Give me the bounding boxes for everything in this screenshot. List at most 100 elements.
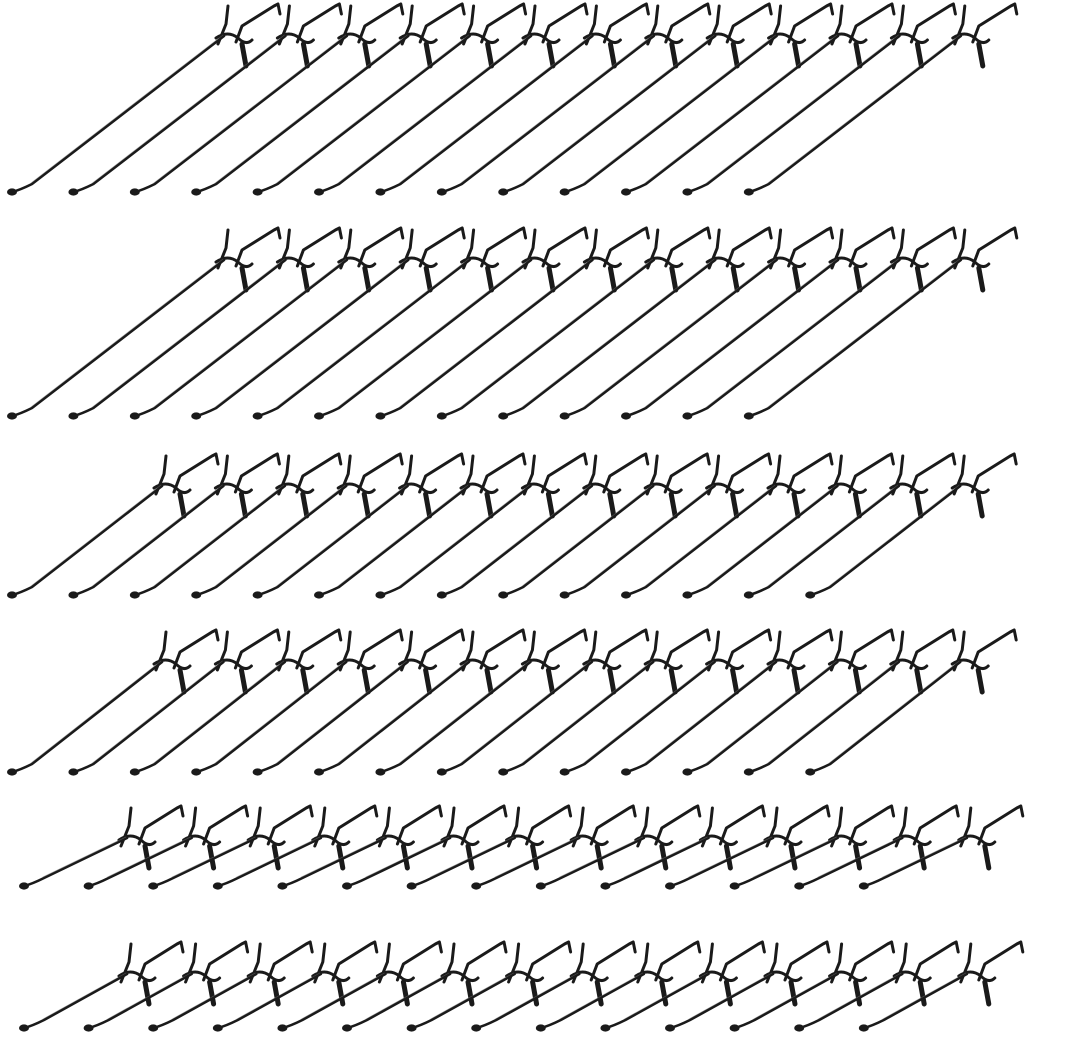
- hook-peg-stub: [423, 667, 433, 695]
- hook-peg-stub: [423, 265, 433, 293]
- hook-peg-stub: [914, 491, 924, 519]
- hook-peg-stub: [485, 41, 495, 69]
- hook-tip: [436, 188, 447, 196]
- pegboard-hook: [498, 628, 711, 776]
- hook-tip: [7, 591, 17, 599]
- hook-peg-stub: [853, 41, 863, 69]
- hook-grid: [7, 2, 1025, 1032]
- pegboard-hook: [621, 2, 896, 196]
- hook-arm-highlight: [337, 34, 531, 184]
- pegboard-hook: [342, 940, 508, 1032]
- hook-tip: [665, 1024, 675, 1032]
- pegboard-hook: [498, 2, 773, 196]
- hook-arm-highlight: [559, 972, 644, 1020]
- pegboard-hook: [858, 804, 1025, 890]
- hook-peg-stub: [975, 667, 985, 695]
- hook-tip: [314, 591, 324, 599]
- pegboard-hook: [129, 226, 405, 420]
- hook-peg-stub: [207, 843, 217, 871]
- pegboard-hook: [621, 628, 834, 776]
- hook-peg-stub: [300, 265, 310, 293]
- hook-arm-highlight: [153, 34, 347, 184]
- pegboard-hook: [535, 940, 702, 1032]
- hook-arm-highlight: [236, 972, 321, 1020]
- pegboard-hook: [68, 628, 281, 776]
- pegboard-hook: [794, 940, 960, 1032]
- pegboard-hook: [19, 940, 185, 1032]
- hook-peg-stub: [669, 41, 679, 69]
- pegboard-hook: [729, 940, 896, 1032]
- pegboard-hook: [7, 628, 220, 776]
- hook-tip: [375, 591, 386, 599]
- hook-tip: [559, 188, 570, 196]
- hook-arm-highlight: [399, 660, 530, 764]
- hook-arm-highlight: [337, 660, 469, 764]
- hook-tip: [375, 768, 386, 776]
- hook-peg-stub: [730, 491, 740, 519]
- pegboard-hook: [682, 226, 957, 420]
- hook-tip: [68, 768, 79, 776]
- hook-peg-stub: [545, 667, 555, 695]
- hook-peg-stub: [852, 667, 862, 695]
- pegboard-hook: [375, 226, 650, 420]
- hook-peg-stub: [336, 843, 346, 871]
- hook-arm-highlight: [30, 660, 162, 764]
- pegboard-hook: [559, 226, 835, 420]
- hook-peg-stub: [792, 41, 802, 69]
- hook-tip: [559, 591, 570, 599]
- hook-tip: [212, 1024, 223, 1032]
- pegboard-hook: [406, 940, 573, 1032]
- hook-tip: [375, 412, 386, 420]
- hook-peg-stub: [271, 979, 281, 1007]
- pegboard-hook: [252, 628, 466, 776]
- hook-arm-highlight: [644, 484, 776, 587]
- hook-arm-highlight: [92, 34, 285, 184]
- hook-arm-highlight: [521, 258, 715, 408]
- hook-tip: [212, 882, 223, 890]
- hook-tip: [471, 1024, 482, 1032]
- hook-tip: [191, 412, 202, 420]
- hook-arm-highlight: [92, 484, 223, 587]
- hook-arm-highlight: [365, 972, 450, 1020]
- pegboard-hook: [7, 226, 282, 420]
- hook-peg-stub: [914, 667, 924, 695]
- hook-peg-stub: [976, 265, 986, 293]
- hook-tip: [498, 591, 509, 599]
- hook-row-2: [7, 226, 1019, 420]
- pegboard-hook: [559, 628, 773, 776]
- hook-tip: [148, 882, 159, 890]
- hook-tip: [621, 412, 631, 420]
- hook-peg-stub: [142, 979, 152, 1007]
- pegboard-hook: [559, 452, 773, 599]
- hook-peg-stub: [239, 41, 249, 69]
- hook-peg-stub: [669, 265, 679, 293]
- hook-arm-highlight: [644, 660, 776, 764]
- hook-peg-stub: [976, 41, 986, 69]
- pegboard-hook: [252, 2, 528, 196]
- pegboard-hook: [129, 628, 343, 776]
- hook-peg-stub: [271, 843, 281, 871]
- hook-tip: [129, 412, 140, 420]
- hook-peg-stub: [423, 491, 433, 519]
- hook-tip: [68, 412, 79, 420]
- hook-tip: [436, 591, 447, 599]
- pegboard-hook: [858, 940, 1025, 1032]
- pegboard-hook: [682, 628, 895, 776]
- hook-tip: [535, 882, 546, 890]
- hook-peg-stub: [607, 667, 617, 695]
- pegboard-hook: [665, 940, 831, 1032]
- hook-arm-highlight: [521, 484, 653, 587]
- hook-arm-highlight: [583, 258, 776, 408]
- hook-arm-highlight: [460, 34, 654, 184]
- hook-peg-stub: [975, 491, 985, 519]
- hook-peg-stub: [465, 979, 475, 1007]
- hook-peg-stub: [530, 843, 540, 871]
- pegboard-hook: [68, 226, 343, 420]
- hook-arm-highlight: [153, 660, 285, 764]
- pegboard-hook: [83, 940, 250, 1032]
- hook-tip: [342, 1024, 352, 1032]
- hook-tip: [535, 1024, 546, 1032]
- hook-tip: [498, 768, 509, 776]
- pegboard-hook: [7, 2, 282, 196]
